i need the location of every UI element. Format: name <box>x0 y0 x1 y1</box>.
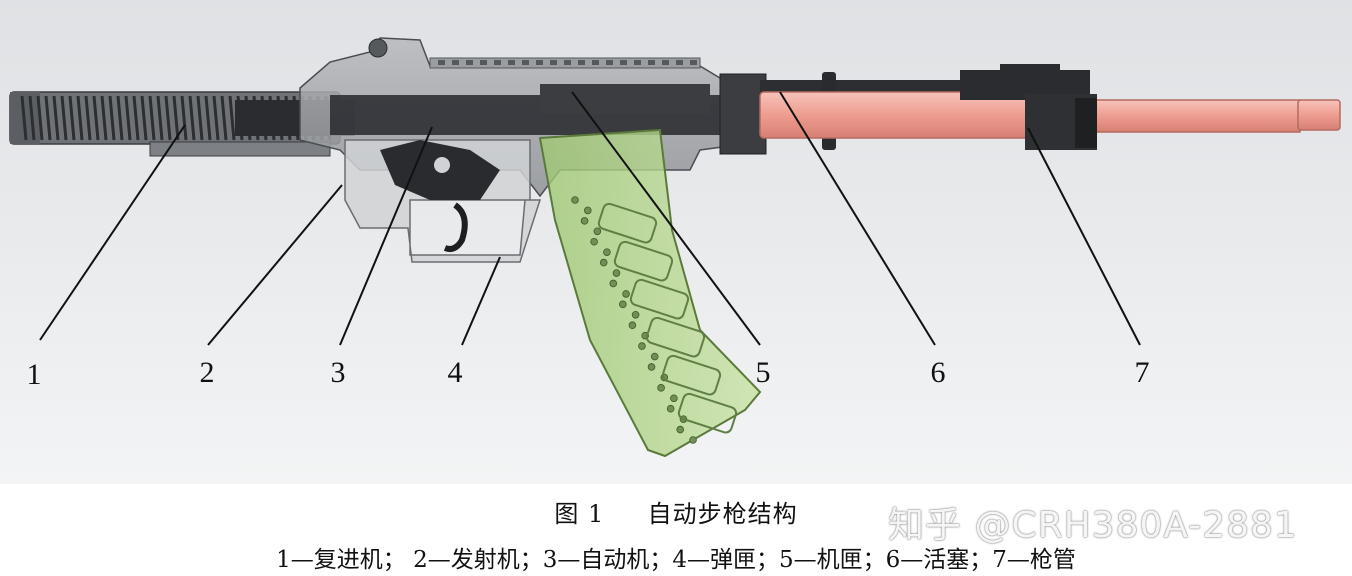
watermark-text: 知乎 @CRH380A-2881 <box>888 505 1298 546</box>
callout-6: 6 <box>931 356 946 389</box>
callout-3: 3 <box>331 356 346 389</box>
callout-2: 2 <box>200 356 215 389</box>
figure-legend: 1—复进机； 2—发射机；3—自动机；4—弹匣；5—机匣；6—活塞；7—枪管 <box>276 547 1076 573</box>
callout-1: 1 <box>27 358 42 391</box>
magazine-body <box>538 128 762 458</box>
callout-4: 4 <box>448 356 463 389</box>
barrel-body <box>759 64 1341 150</box>
callout-leaders <box>39 91 1141 346</box>
callout-7: 7 <box>1135 356 1150 389</box>
fire-control-group <box>344 139 542 263</box>
leader-4 <box>461 256 501 346</box>
leader-6 <box>779 91 936 346</box>
leader-2 <box>207 184 343 346</box>
callout-5: 5 <box>756 356 771 389</box>
callout-labels: 1 2 3 4 5 6 7 <box>27 356 1150 391</box>
leader-1 <box>39 124 186 341</box>
figure-caption: 图 1 自动步枪结构 <box>0 494 1352 529</box>
caption-title: 自动步枪结构 <box>647 500 798 528</box>
caption-number: 图 1 <box>554 500 605 528</box>
leader-5 <box>571 91 761 346</box>
leader-7 <box>1027 127 1141 346</box>
leader-3 <box>339 126 433 346</box>
